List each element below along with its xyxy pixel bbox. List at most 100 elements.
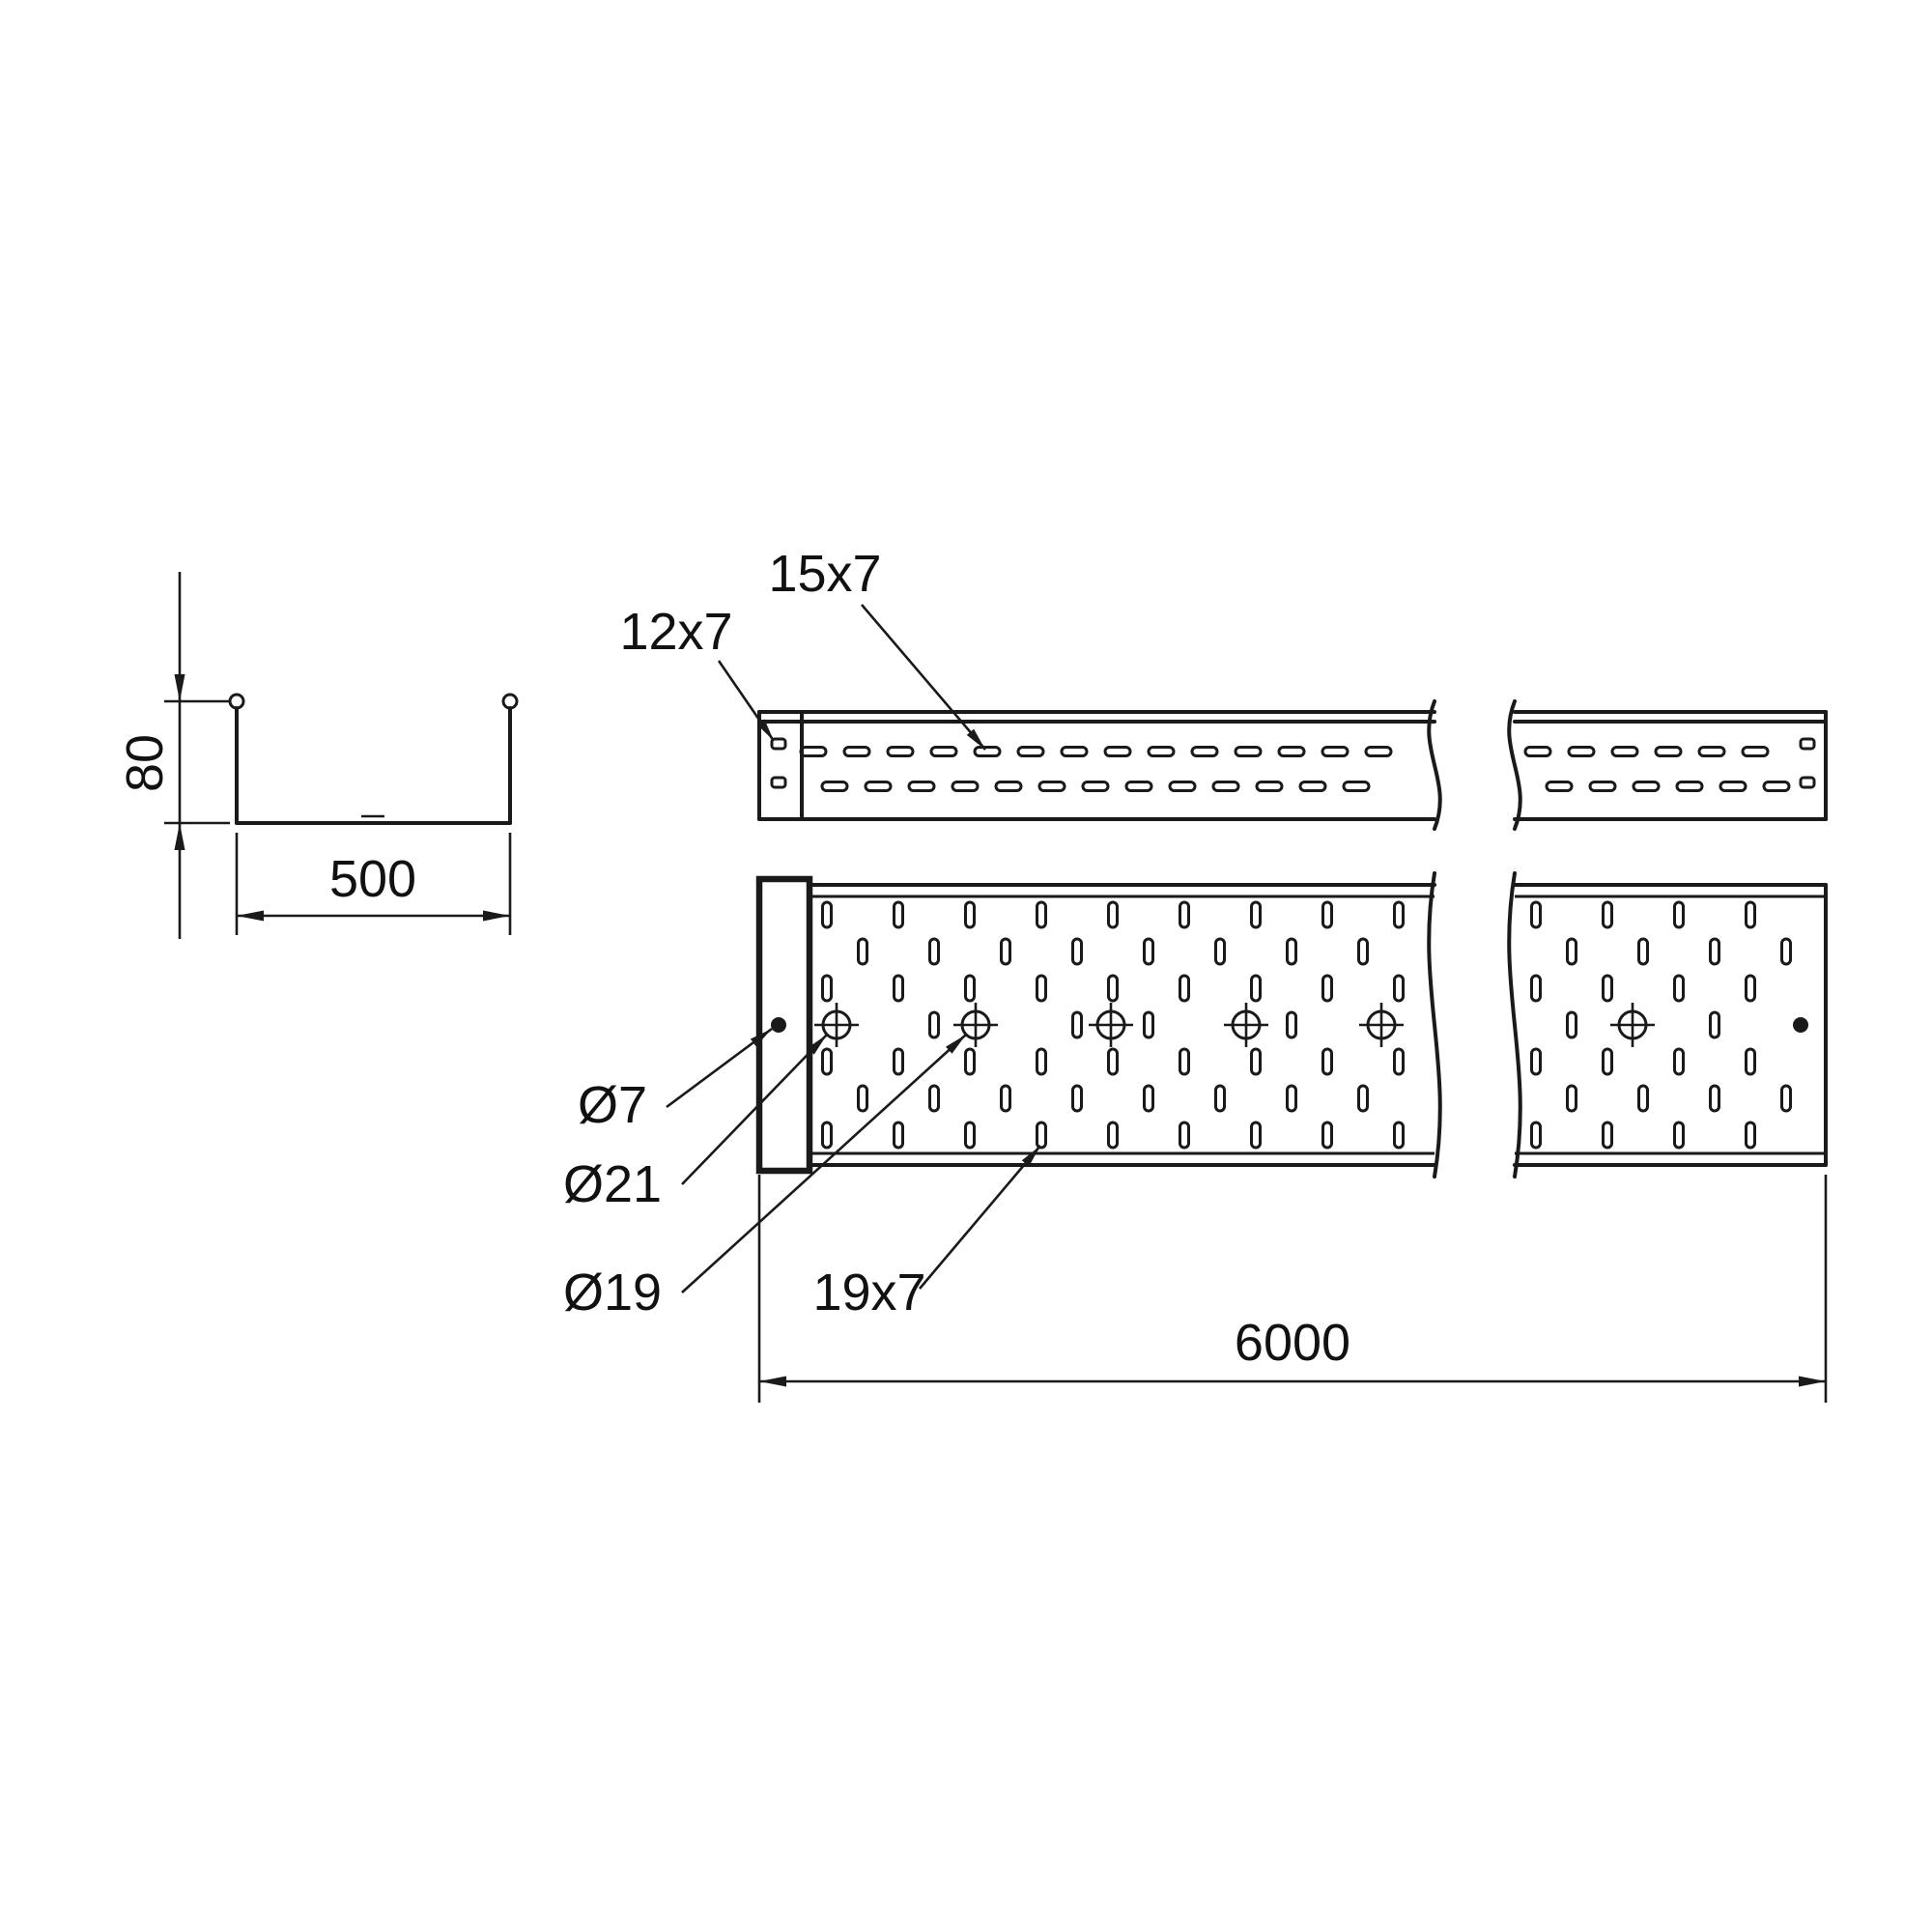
- tray-slot: [1780, 1084, 1792, 1113]
- side-slot: [1168, 781, 1197, 792]
- tray-slot: [1393, 900, 1405, 929]
- tray-slot: [821, 1047, 833, 1076]
- tray-slot: [1393, 974, 1405, 1003]
- tray-slot: [821, 974, 833, 1003]
- side-slot: [973, 746, 1002, 757]
- side-slot: [1675, 781, 1704, 792]
- tray-slot: [1179, 1121, 1190, 1150]
- side-slot: [1719, 781, 1747, 792]
- dimension-arrow: [750, 1029, 772, 1047]
- tray-slot: [1602, 1047, 1613, 1076]
- tray-slot: [893, 900, 904, 929]
- side-slot: [1342, 781, 1371, 792]
- side-slot: [864, 781, 893, 792]
- tray-slot: [857, 1084, 868, 1113]
- leader-lines: [666, 604, 1041, 1293]
- tray-slot: [1673, 1121, 1685, 1150]
- dimension-arrow: [759, 1376, 786, 1387]
- tray-slot: [1250, 974, 1262, 1003]
- mount-hole: [1359, 1003, 1404, 1047]
- tray-slot: [1179, 1047, 1190, 1076]
- rivet-hole: [1793, 1017, 1808, 1033]
- side-slot: [1298, 781, 1327, 792]
- side-slot: [1523, 746, 1552, 757]
- side-slot: [1610, 746, 1639, 757]
- tray-slot: [1530, 974, 1542, 1003]
- leader-line: [919, 1145, 1041, 1290]
- dimension-arrow: [237, 910, 264, 922]
- tray-slot: [857, 937, 868, 966]
- side-slot: [799, 746, 828, 757]
- side-slot: [1081, 781, 1110, 792]
- side-slot-pattern: [799, 746, 1791, 792]
- hole-medium-label: Ø19: [563, 1264, 662, 1321]
- side-slot: [1364, 746, 1393, 757]
- base-slot-pattern: [821, 900, 1792, 1150]
- break-line: [1507, 699, 1522, 831]
- width-value: 500: [329, 850, 416, 908]
- mount-hole: [1224, 1003, 1268, 1047]
- side-slot: [1654, 746, 1683, 757]
- dimension-arrow: [174, 823, 185, 850]
- tray-slot: [1673, 974, 1685, 1003]
- side-slot: [1124, 781, 1153, 792]
- tray-slot: [1745, 974, 1756, 1003]
- mount-hole: [814, 1003, 859, 1047]
- tray-slot: [1250, 900, 1262, 929]
- side-slot: [1255, 781, 1284, 792]
- side-slot: [1632, 781, 1661, 792]
- hole-large-label: Ø21: [563, 1155, 662, 1213]
- side-slot: [1103, 746, 1132, 757]
- tray-slot: [1071, 1084, 1083, 1113]
- dimension-arrow: [483, 910, 510, 922]
- break-lines: [1427, 699, 1522, 1179]
- side-slot: [1190, 746, 1219, 757]
- tray-slot: [1179, 974, 1190, 1003]
- side-slot: [1321, 746, 1350, 757]
- side-slot-label: 15x7: [768, 545, 881, 603]
- base-slot-label: 19x7: [812, 1264, 925, 1321]
- side-slot: [1211, 781, 1240, 792]
- side-slot: [1016, 746, 1045, 757]
- tray-slot: [1602, 900, 1613, 929]
- tray-slot: [1566, 1084, 1577, 1113]
- side-slot: [1060, 746, 1089, 757]
- side-view: [757, 710, 1828, 821]
- tray-slot: [1036, 1121, 1047, 1150]
- tray-slot: [1566, 1010, 1577, 1039]
- tray-slot: [1745, 900, 1756, 929]
- tray-slot: [1286, 1084, 1297, 1113]
- break-line: [1427, 871, 1442, 1179]
- tray-slot: [1071, 1010, 1083, 1039]
- dimension-arrow: [1021, 1146, 1040, 1167]
- tray-slot: [1530, 900, 1542, 929]
- tray-slot: [1036, 974, 1047, 1003]
- side-slot: [1037, 781, 1066, 792]
- tray-slot: [1071, 937, 1083, 966]
- tray-slot: [1179, 900, 1190, 929]
- tray-slot: [1036, 1047, 1047, 1076]
- end-slot-label: 12x7: [619, 603, 732, 661]
- break-line: [1427, 699, 1442, 831]
- tray-slot: [1530, 1121, 1542, 1150]
- tray-slot: [893, 974, 904, 1003]
- mounting-holes: [771, 1003, 1808, 1047]
- side-slot: [1588, 781, 1617, 792]
- side-slot: [1147, 746, 1176, 757]
- tray-slot: [1393, 1121, 1405, 1150]
- side-slot: [1697, 746, 1726, 757]
- tray-slot: [1709, 937, 1720, 966]
- side-slot: [1762, 781, 1791, 792]
- mount-hole: [1610, 1003, 1655, 1047]
- tray-slot: [1250, 1121, 1262, 1150]
- dimension-arrow: [1799, 1376, 1826, 1387]
- tray-slot: [1107, 1047, 1119, 1076]
- width-dimension: 500: [235, 833, 512, 935]
- tray-slot: [1286, 1010, 1297, 1039]
- tray-slot: [1214, 1084, 1226, 1113]
- callout-labels: 12x7 15x7 Ø7 Ø21 Ø19 19x7: [563, 545, 926, 1321]
- dimension-arrow: [946, 1035, 966, 1054]
